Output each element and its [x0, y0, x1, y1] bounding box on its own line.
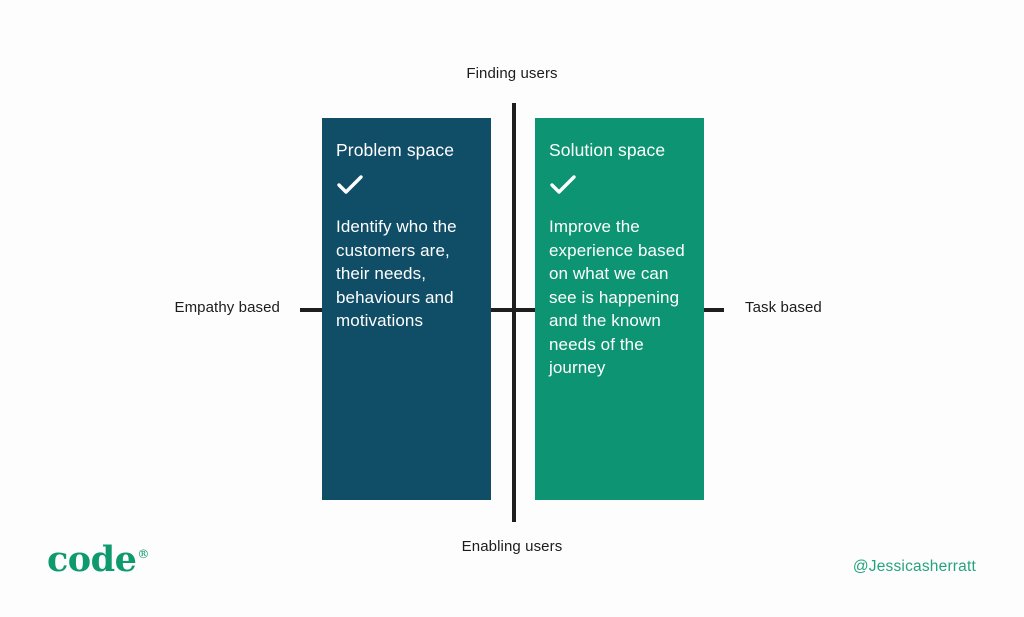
axis-label-right: Task based — [745, 299, 822, 316]
checkmark-icon — [549, 173, 691, 197]
code-logo: code® — [47, 540, 149, 580]
solution-space-description: Improve the experience based on what we … — [549, 217, 685, 377]
axis-label-top: Finding users — [466, 65, 558, 82]
code-logo-text: code — [47, 539, 137, 580]
vertical-axis-line — [512, 103, 516, 522]
problem-space-box: Problem space Identify who the customers… — [322, 118, 491, 500]
problem-space-title: Problem space — [336, 140, 455, 160]
problem-space-description: Identify who the customers are, their ne… — [336, 217, 457, 330]
registered-trademark-icon: ® — [137, 547, 149, 562]
solution-space-box: Solution space Improve the experience ba… — [535, 118, 704, 500]
checkmark-icon — [336, 173, 478, 197]
author-handle: @Jessicasherratt — [852, 558, 976, 575]
solution-space-title: Solution space — [549, 140, 666, 160]
axis-label-left: Empathy based — [174, 299, 280, 316]
axis-label-bottom: Enabling users — [461, 538, 563, 555]
